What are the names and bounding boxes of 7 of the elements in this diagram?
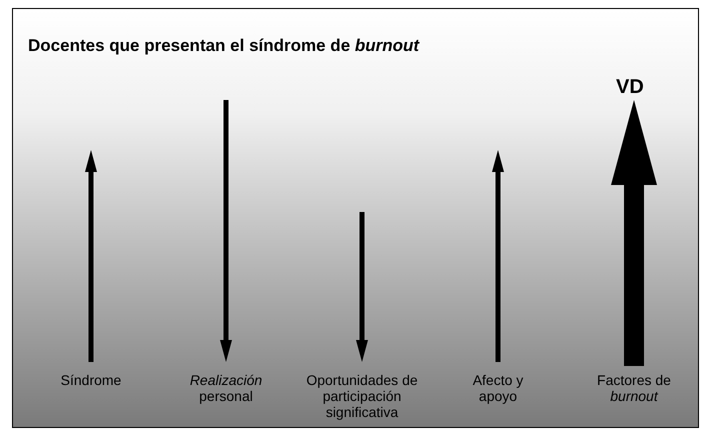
column-label: Factores de burnout xyxy=(596,372,672,404)
variable-label: VD xyxy=(616,76,644,99)
column-label: Síndrome xyxy=(60,372,122,388)
column-label: Oportunidades de participación significativa xyxy=(305,372,419,420)
title: Docentes que presentan el síndrome de burnout xyxy=(28,36,420,56)
column-label: Afecto y apoyo xyxy=(472,372,524,404)
column-label: Realización personal xyxy=(188,372,264,404)
